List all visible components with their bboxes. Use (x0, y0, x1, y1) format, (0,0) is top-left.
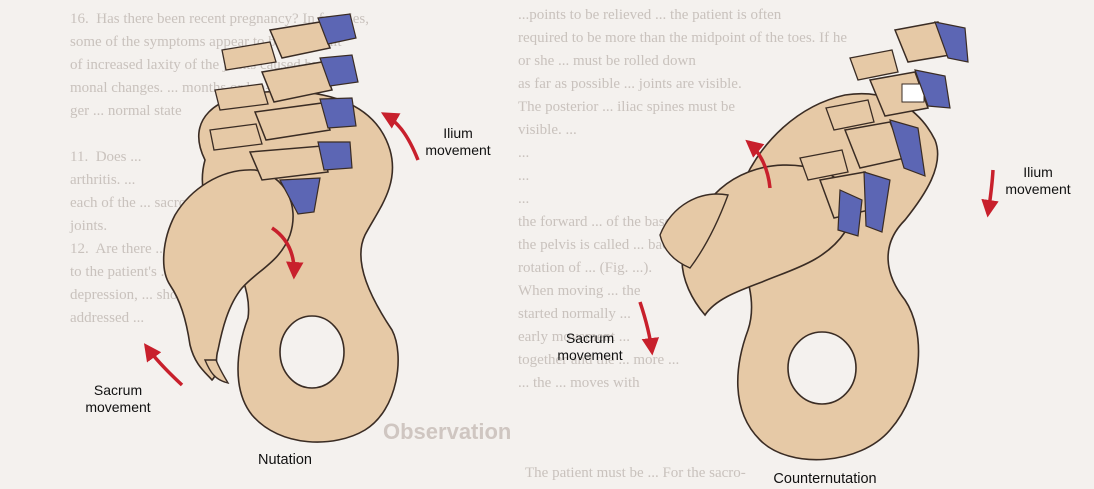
counternutation-illustration (640, 22, 993, 460)
left-sacrum-label: Sacrum movement (78, 382, 158, 416)
right-ilium-arrow (988, 170, 993, 214)
right-sacrum-label: Sacrum movement (548, 330, 632, 364)
nutation-illustration (146, 14, 418, 442)
left-ilium-label: Ilium movement (418, 125, 498, 159)
right-sacrum-lower-arrow (640, 302, 652, 352)
left-disc-4 (318, 142, 352, 170)
left-obturator-foramen (280, 316, 344, 388)
nutation-caption: Nutation (240, 452, 330, 469)
right-obturator-foramen (788, 332, 856, 404)
left-process-1 (222, 42, 276, 70)
right-process-1 (850, 50, 898, 80)
right-ilium-label: Ilium movement (998, 164, 1078, 198)
counternutation-caption: Counternutation (750, 471, 900, 488)
left-sacrum-lower-arrow (146, 346, 182, 385)
